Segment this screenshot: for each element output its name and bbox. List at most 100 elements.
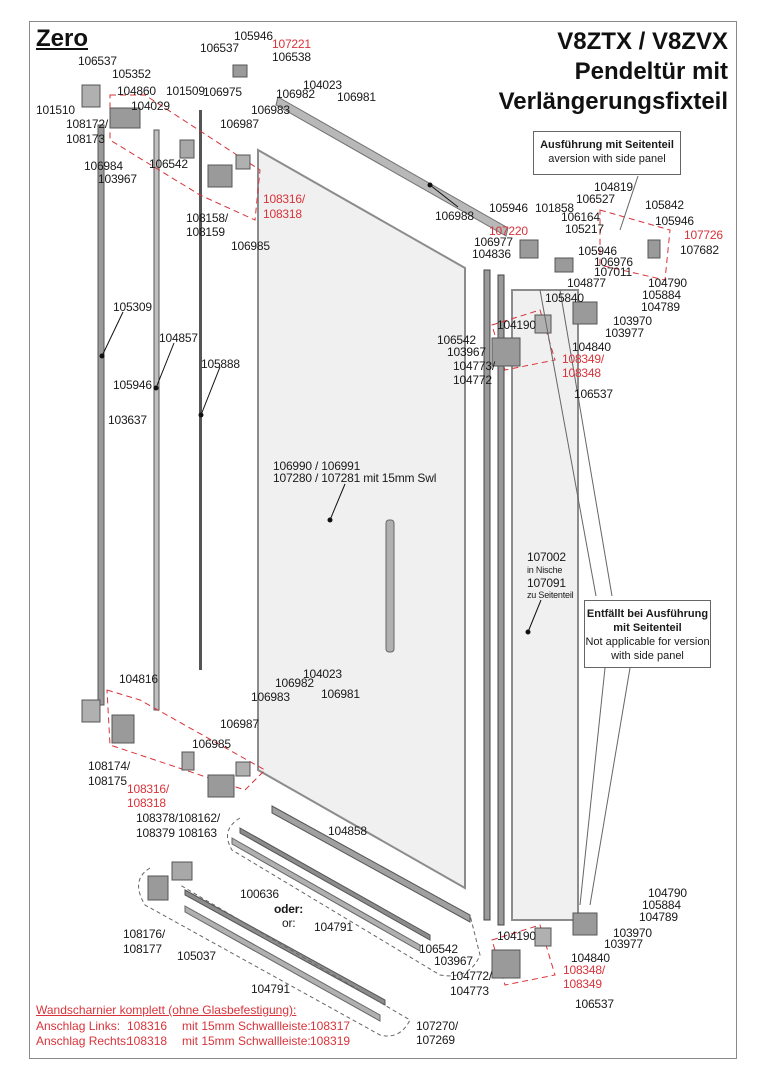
clamp-plate-bottom (235, 761, 251, 777)
part-label: 105352 (112, 67, 151, 81)
part-label-red: 107220 (489, 224, 528, 238)
lower-bracket (491, 949, 521, 979)
part-label: 104877 (567, 276, 606, 290)
part-label: 105946 (578, 244, 617, 258)
or-label-en: or: (282, 916, 296, 930)
cover-101509 (179, 139, 195, 159)
part-label: 104789 (641, 300, 680, 314)
callout-not-applicable: Entfällt bei Ausführung mit Seitenteil N… (584, 600, 711, 668)
leader-fixed-panel (527, 599, 542, 633)
part-label: 104840 (571, 951, 610, 965)
footer-part: 108316 (127, 1019, 168, 1033)
part-label-red: 108349/ (562, 352, 604, 366)
fixed-panel-label: 107091 (527, 576, 566, 590)
part-label: 107682 (680, 243, 719, 257)
part-label: 103970 (613, 926, 652, 940)
hinge-block-top (109, 107, 141, 129)
callout-side-panel-version: Ausführung mit Seitenteil aversion with … (533, 131, 681, 175)
part-label: 103967 (98, 172, 137, 186)
upper-wall-cap (572, 301, 598, 325)
bottom-rail-100636 (231, 837, 421, 952)
part-label: 108177 (123, 942, 162, 956)
seal-profile-105888 (199, 110, 202, 670)
footer-with: mit 15mm Schwallleiste: (182, 1019, 311, 1033)
part-label-red: 108318 (263, 207, 302, 221)
footer-part: 108318 (127, 1034, 168, 1048)
part-label: 104773 (450, 984, 489, 998)
part-label: 106542 (149, 157, 188, 171)
part-label: 106988 (435, 209, 474, 223)
part-label: 104840 (572, 340, 611, 354)
side-panel-kit-outline (599, 209, 671, 281)
part-label: 106985 (192, 737, 231, 751)
top-right-block-107220 (519, 239, 539, 259)
part-label: 104860 (117, 84, 156, 98)
part-label: 103977 (605, 326, 644, 340)
part-label: 104772 (453, 373, 492, 387)
part-label-red: 107221 (272, 37, 311, 51)
part-label: 108159 (186, 225, 225, 239)
part-label: 105309 (113, 300, 152, 314)
part-label-red: 107726 (684, 228, 723, 242)
part-label: 106976 (594, 255, 633, 269)
part-label: 106977 (474, 235, 513, 249)
callout-leader-d (589, 667, 631, 906)
part-label: 108379 (136, 826, 175, 840)
callout-na-en1: Not applicable for version (585, 636, 710, 648)
part-label: 101858 (535, 201, 574, 215)
part-label: 105037 (177, 949, 216, 963)
part-label: 106984 (84, 159, 123, 173)
part-label: 105217 (565, 222, 604, 236)
part-label: 106983 (251, 690, 290, 704)
upper-bracket-kit-outline (491, 309, 556, 371)
part-label: 104772/ (450, 969, 492, 983)
part-label: 108163 (178, 826, 217, 840)
part-label: 106975 (203, 85, 242, 99)
part-label: 108158/ (186, 211, 228, 225)
part-label: 100636 (240, 887, 279, 901)
side-panel-clip-107682 (647, 239, 661, 259)
part-label: 106542 (419, 942, 458, 956)
part-label: 103637 (108, 413, 147, 427)
diagram-frame (29, 21, 737, 1059)
hinge-kit-top-outline (109, 94, 261, 221)
clamp-plate-top (235, 154, 251, 170)
part-label: 103967 (434, 954, 473, 968)
part-label: 105842 (645, 198, 684, 212)
part-label: 106983 (251, 103, 290, 117)
part-label: 106537 (574, 387, 613, 401)
lower-bracket-plate (534, 927, 552, 947)
footer-heading: Wandscharnier komplett (ohne Glasbefesti… (36, 1003, 297, 1017)
callout-leader-top (619, 175, 639, 231)
callout-en: aversion with side panel (548, 153, 666, 165)
part-label: 104791 (314, 920, 353, 934)
leader-105309 (101, 311, 124, 357)
part-label: 105884 (642, 898, 681, 912)
part-label: 108162/ (178, 811, 220, 825)
part-label: 108174/ (88, 759, 130, 773)
part-label: 101510 (36, 103, 75, 117)
part-label: 104023 (303, 667, 342, 681)
glass-clamp-bottom (207, 774, 235, 798)
lower-wall-cap (572, 912, 598, 936)
part-label: 105946 (655, 214, 694, 228)
part-label: 101509 (166, 84, 205, 98)
callout-na-de1: Entfällt bei Ausführung (586, 608, 709, 620)
part-label: 106537 (200, 41, 239, 55)
footer-part-swl: 108317 (310, 1019, 351, 1033)
part-label: 107011 (594, 265, 632, 279)
title-line2: Pendeltür mit (574, 58, 728, 85)
part-label: 103967 (447, 345, 486, 359)
hinge-block-bottom (111, 714, 135, 744)
part-label: 104857 (159, 331, 198, 345)
part-label: 104819 (594, 180, 633, 194)
part-label: 104790 (648, 886, 687, 900)
door-handle (385, 519, 395, 653)
part-label: 108176/ (123, 927, 165, 941)
callout-na-de2: mit Seitenteil (613, 622, 682, 634)
part-label: 108175 (88, 774, 127, 788)
part-label: 107269 (416, 1033, 455, 1047)
